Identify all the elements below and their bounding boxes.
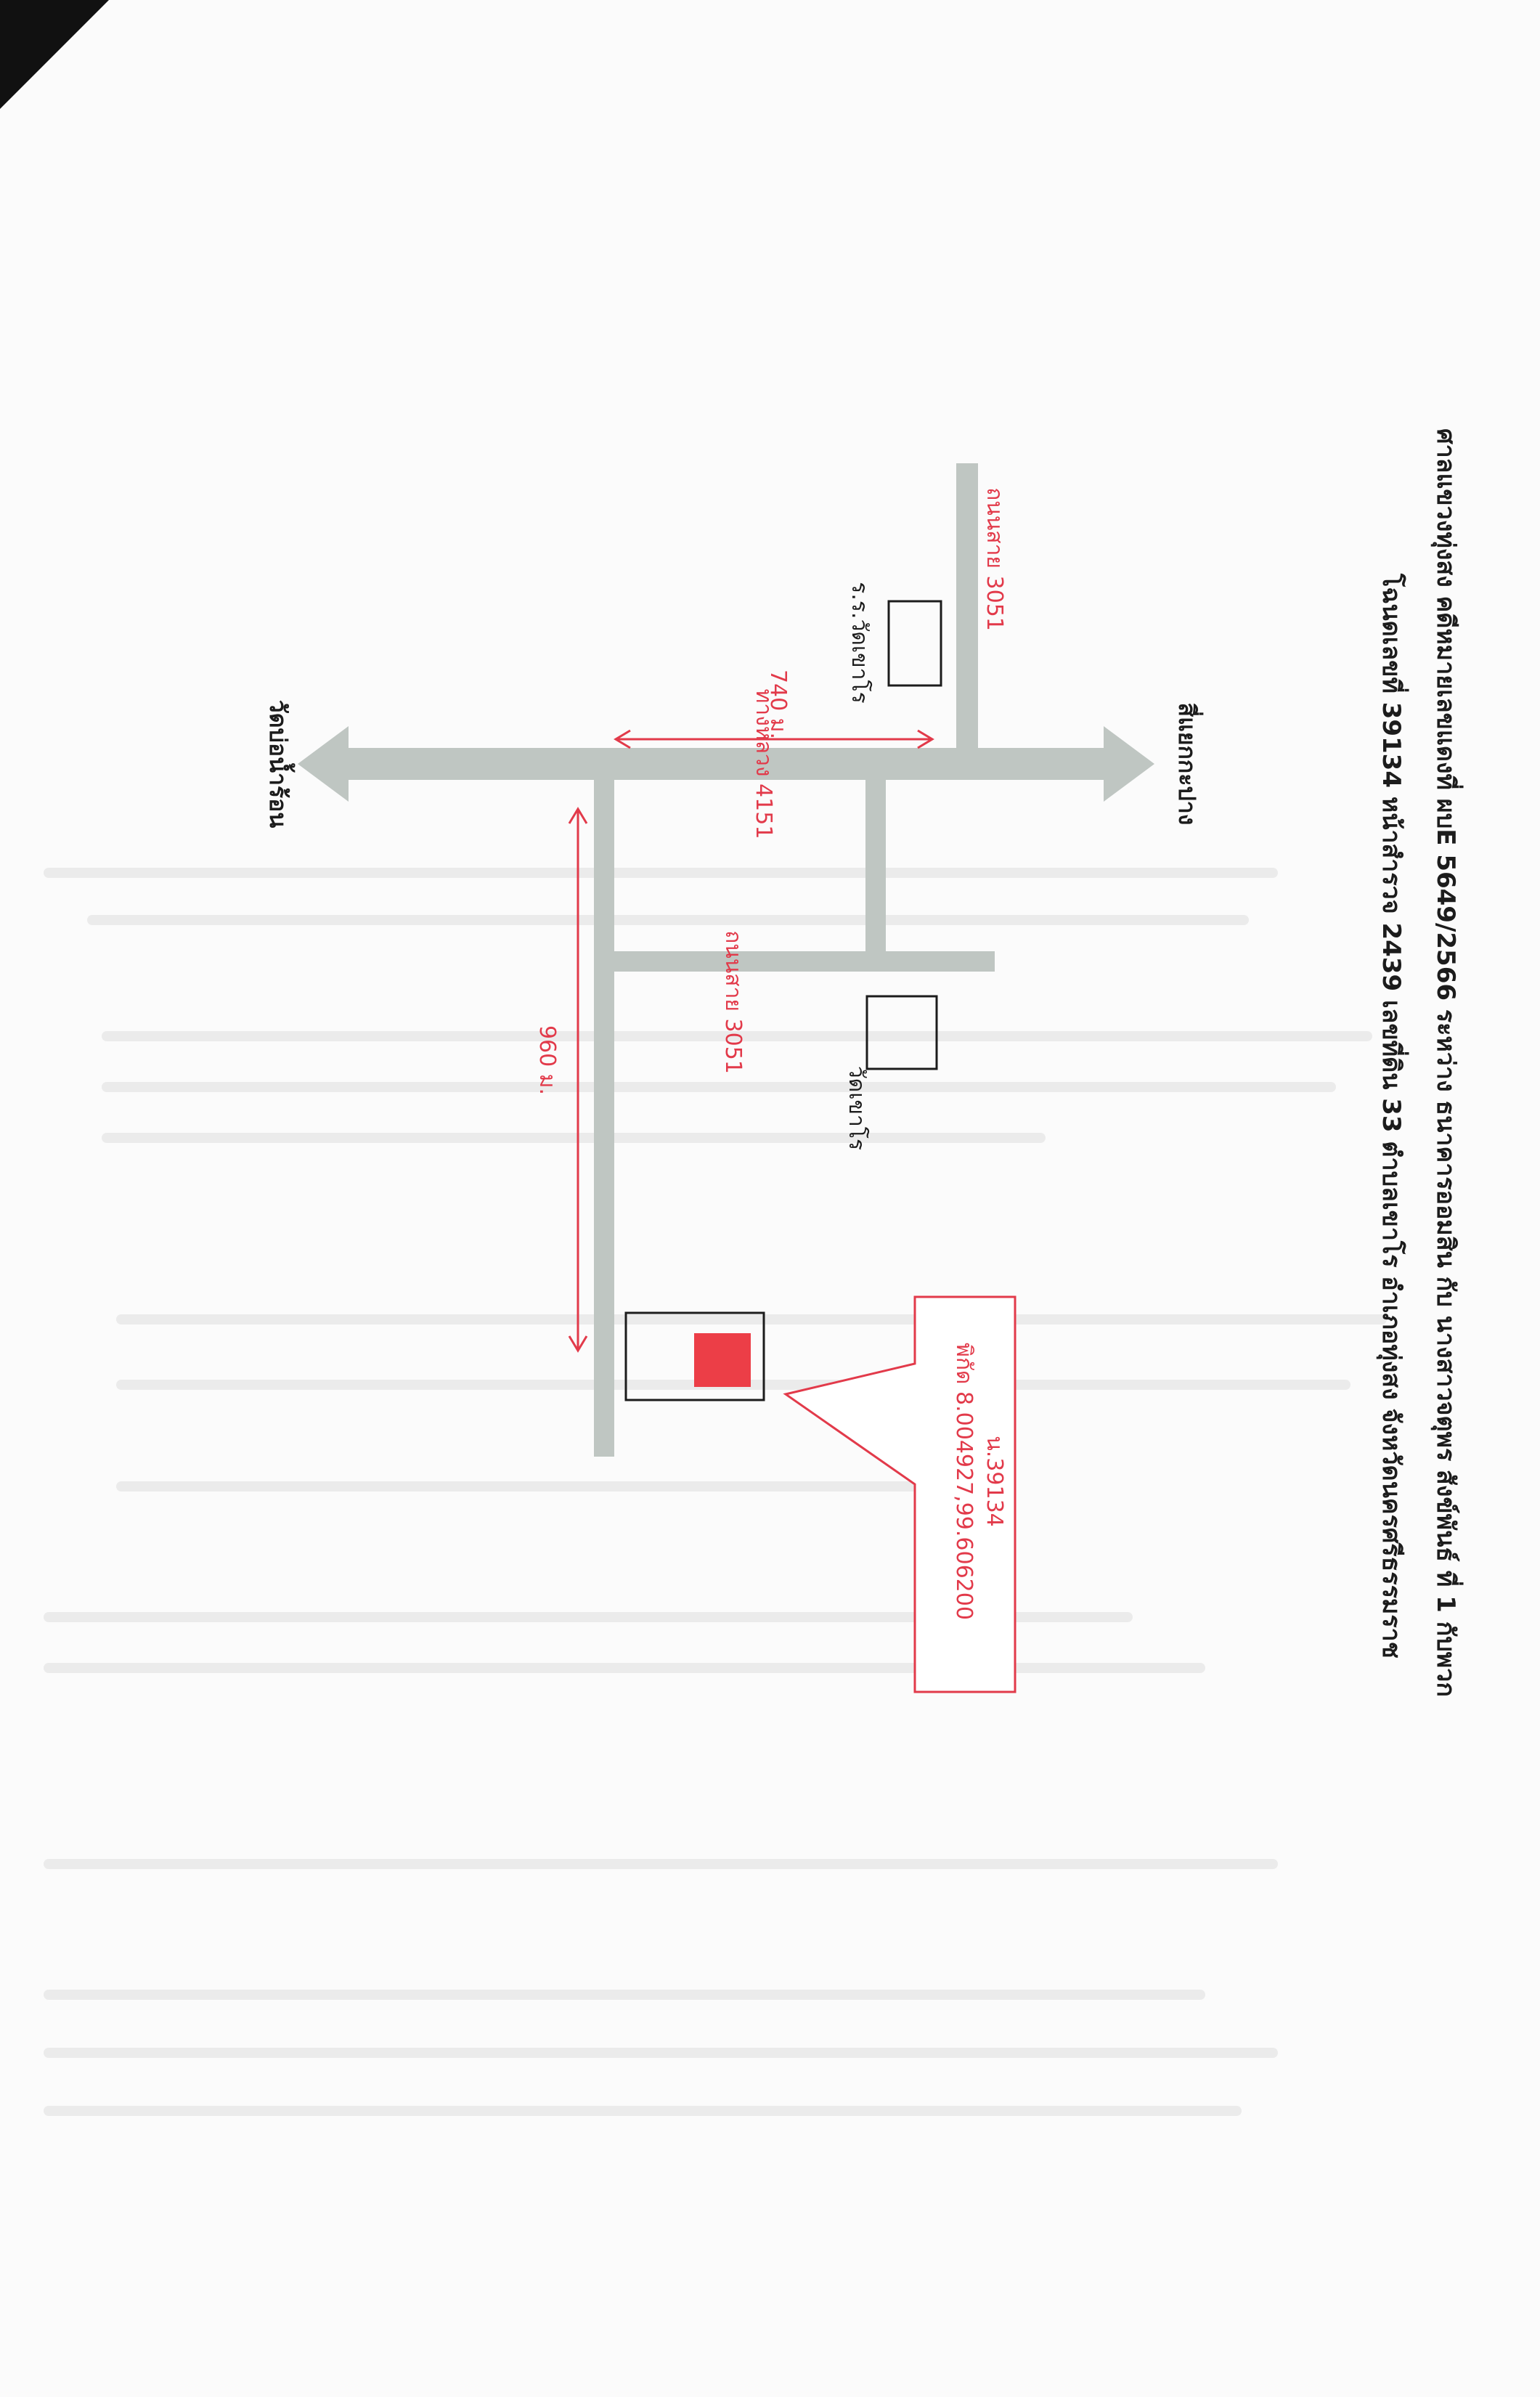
temple-building [865,995,938,1070]
plot-callout [783,1295,1017,1693]
header-line-2: โฉนดเลขที่ 39134 หน้าสำรวจ 2439 เลขที่ดิ… [1376,573,1409,1659]
school-label: ร.ร.วัดเขาโร [847,582,873,703]
callout-title-group: น.39134 [982,1436,1007,1526]
highway-label: ทางหลวง 4151 [751,689,776,839]
road-connector [865,780,886,969]
distance-740-label: 740 ม. [765,670,791,739]
bleed-through-line [44,1990,1205,2000]
scan-corner [0,0,109,109]
road-3051-upper [956,463,978,748]
direction-right-label: วัดบ่อน้ำร้อน [264,700,296,829]
bleed-through-line [102,1133,1046,1143]
callout-title: น.39134 [982,1436,1007,1526]
bleed-through-line [44,1859,1278,1869]
header-line-1: ศาลแขวงทุ่งสง คดีหมายเลขแดงที่ ผบE 5649/… [1430,428,1464,1697]
direction-left-label-group: สี่แยกกะปาง [1173,703,1204,826]
plot-boundary [624,1311,765,1401]
bleed-through-line [116,1314,1387,1324]
distance-arrow-740 [614,729,934,749]
school-building [887,600,942,687]
distance-arrow-960 [568,807,588,1353]
highway-4151 [298,726,1154,802]
road-3051-upper-label-group: ถนนสาย 3051 [982,487,1007,631]
callout-coords-group: พิกัด 8.004927,99.606200 [951,1343,977,1620]
temple-label: วัดเขาโร [844,1066,870,1150]
distance-960-label: 960 ม. [534,1025,560,1095]
bleed-through-line [44,1612,1133,1622]
bleed-through-line [116,1481,987,1491]
header-line-2-group: โฉนดเลขที่ 39134 หน้าสำรวจ 2439 เลขที่ดิ… [1376,573,1409,1659]
bleed-through-line [44,2106,1242,2116]
school-label-group: ร.ร.วัดเขาโร [847,582,873,703]
bleed-through-line [87,915,1249,925]
distance-740-label-group: 740 ม. [765,670,791,739]
bleed-through-line [44,868,1278,878]
distance-960-label-group: 960 ม. [534,1025,560,1095]
direction-right-label-group: วัดบ่อน้ำร้อน [264,700,296,829]
bleed-through-line [44,2048,1278,2058]
road-3051-upper-label: ถนนสาย 3051 [982,487,1007,631]
direction-left-label: สี่แยกกะปาง [1173,703,1204,826]
header-line-1-group: ศาลแขวงทุ่งสง คดีหมายเลขแดงที่ ผบE 5649/… [1430,428,1464,1697]
bleed-through-line [102,1082,1336,1092]
road-3051-lower-label-group: ถนนสาย 3051 [720,930,746,1074]
bleed-through-line [102,1031,1372,1041]
road-3051-lower-label: ถนนสาย 3051 [720,930,746,1074]
temple-label-group: วัดเขาโร [844,1066,870,1150]
access-road [594,780,614,1457]
plot-marker [694,1333,751,1387]
callout-coords: พิกัด 8.004927,99.606200 [951,1343,977,1620]
highway-label-group: ทางหลวง 4151 [751,689,776,839]
road-3051-lower [594,951,995,972]
